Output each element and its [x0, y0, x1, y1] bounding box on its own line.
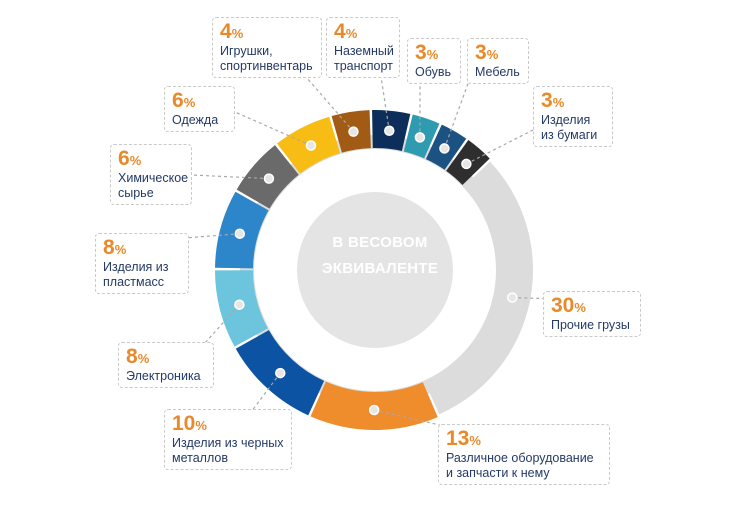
label-nazemnyi-transport: 4% Наземный транспорт [326, 17, 400, 78]
percent-sign: % [137, 351, 150, 366]
data-label-category: Электроника [126, 369, 201, 383]
percent-sign: % [469, 433, 481, 448]
data-label-category: Изделия из бумаги [541, 113, 598, 142]
slice-0 [426, 161, 534, 415]
percent-sign: % [129, 153, 142, 168]
inner-disc [297, 192, 453, 348]
slice-dot-6 [305, 140, 317, 151]
percent-sign: % [574, 300, 586, 315]
label-izdeliya-iz-bumagi: 3% Изделия из бумаги [533, 86, 613, 147]
connector-10 [443, 77, 471, 149]
data-label-value: 8 [126, 345, 138, 368]
data-label-category: Химическое сырье [118, 171, 189, 200]
slice-dot-5 [263, 173, 275, 184]
percent-sign: % [552, 95, 565, 110]
data-label-category: Наземный транспорт [334, 44, 394, 73]
slice-dot-0 [507, 292, 518, 303]
slice-dot-4 [234, 228, 246, 239]
slice-dot-8 [384, 125, 395, 136]
connector-7 [299, 69, 354, 133]
label-khimicheskoe-syrye: 6% Химическое сырье [110, 144, 192, 205]
connector-11 [466, 129, 534, 165]
label-elektronika: 8% Электроника [118, 342, 214, 388]
percent-sign: % [114, 242, 127, 257]
data-label-value: 13 [446, 427, 470, 450]
data-label-category: Мебель [475, 65, 520, 79]
data-label-value: 30 [551, 294, 575, 317]
connector-5 [191, 174, 269, 180]
percent-sign: % [345, 26, 358, 41]
slice-dot-1 [368, 404, 380, 416]
data-label-category: Изделия из черных металлов [172, 436, 284, 465]
label-chernye-metally: 10% Изделия из черных металлов [164, 409, 292, 470]
percent-sign: % [486, 47, 499, 62]
data-label-category: Изделия из пластмасс [103, 260, 169, 289]
label-igrushki: 4% Игрушки, спортинвентарь [212, 17, 322, 78]
data-label-value: 10 [172, 412, 196, 435]
label-mebel: 3% Мебель [467, 38, 529, 84]
center-label-line-2: ЭКВИВАЛЕНТЕ [321, 260, 439, 277]
data-label-value: 6 [172, 89, 184, 112]
data-label-value: 3 [541, 89, 553, 112]
data-label-category: Одежда [172, 113, 219, 127]
data-label-value: 3 [475, 41, 487, 64]
label-obuv: 3% Обувь [407, 38, 461, 84]
percent-sign: % [195, 418, 207, 433]
slice-dot-7 [348, 126, 359, 137]
data-label-value: 4 [220, 20, 232, 43]
data-label-category: Различное оборудование и запчасти к нему [446, 451, 594, 480]
data-label-value: 4 [334, 20, 346, 43]
label-prochie-gruzy: 30% Прочие грузы [543, 291, 641, 337]
slice-dot-3 [234, 299, 245, 310]
center-label-line-1: В ВЕСОВОМ [332, 234, 428, 251]
percent-sign: % [231, 26, 244, 41]
slice-dot-2 [275, 367, 286, 379]
data-label-category: Прочие грузы [551, 318, 630, 332]
percent-sign: % [183, 95, 196, 110]
label-plastmassy: 8% Изделия из пластмасс [95, 233, 189, 294]
label-odezhda: 6% Одежда [164, 86, 235, 132]
slice-dot-9 [414, 132, 426, 143]
center-label: В ВЕСОВОМ ЭКВИВАЛЕНТЕ [300, 230, 460, 282]
data-label-category: Обувь [415, 65, 452, 79]
connector-8 [379, 69, 390, 131]
data-label-category: Игрушки, спортинвентарь [220, 44, 313, 73]
data-label-value: 6 [118, 147, 130, 170]
data-label-value: 8 [103, 236, 115, 259]
slice-dot-10 [439, 143, 450, 154]
data-label-value: 3 [415, 41, 427, 64]
slice-dot-11 [461, 158, 472, 170]
connector-1 [374, 409, 471, 433]
percent-sign: % [426, 47, 439, 62]
label-oborudovanie: 13% Различное оборудование и запчасти к … [438, 424, 610, 485]
connector-6 [234, 111, 312, 147]
